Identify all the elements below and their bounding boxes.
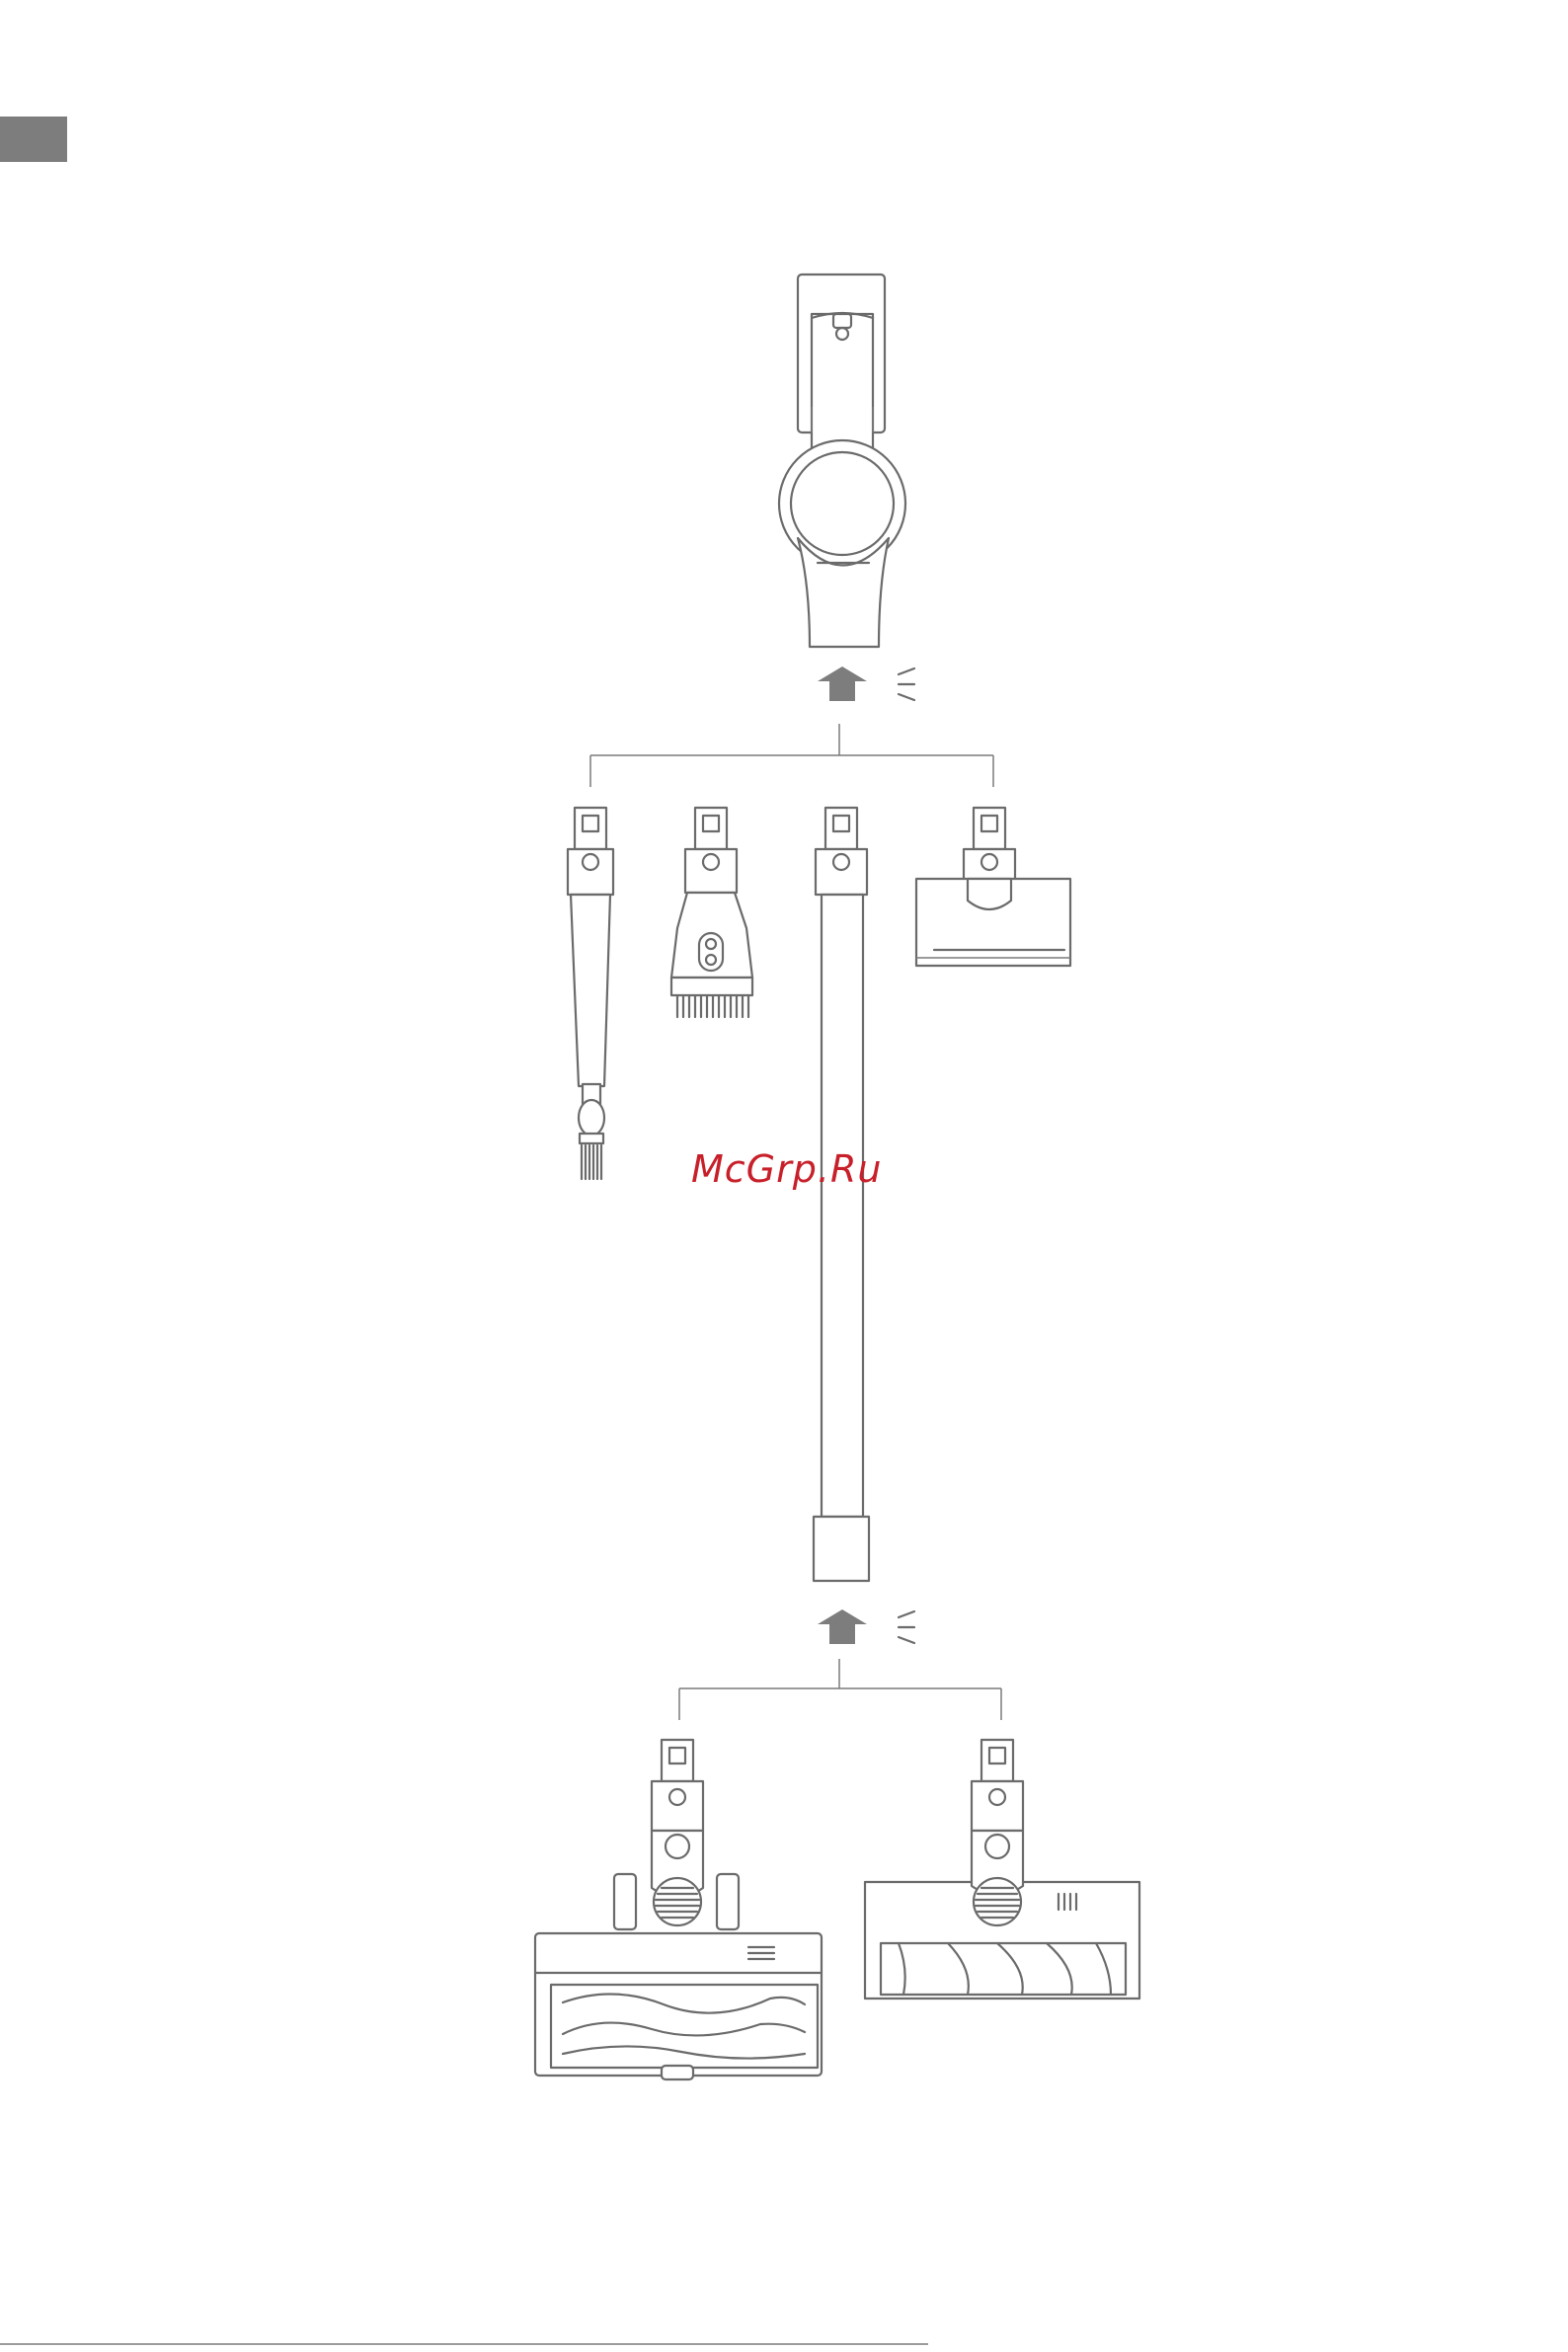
up-arrow-icon <box>818 666 867 701</box>
click-sound-icon <box>899 668 914 700</box>
multi-functional-brush <box>535 1740 822 2079</box>
crevice-tool <box>568 808 613 1179</box>
vacuum-main-body <box>779 274 905 647</box>
top-connector-bracket <box>590 724 993 787</box>
extension-tube <box>814 808 869 1581</box>
two-in-one-brush <box>671 808 752 1017</box>
click-sound-icon <box>899 1611 914 1643</box>
up-arrow-icon <box>818 1609 867 1644</box>
soft-roller-brush <box>865 1740 1139 1999</box>
watermark-text: McGrp.Ru <box>691 1147 882 1191</box>
mini-motorized-brush <box>916 808 1070 966</box>
bottom-connector-bracket <box>679 1659 1001 1720</box>
